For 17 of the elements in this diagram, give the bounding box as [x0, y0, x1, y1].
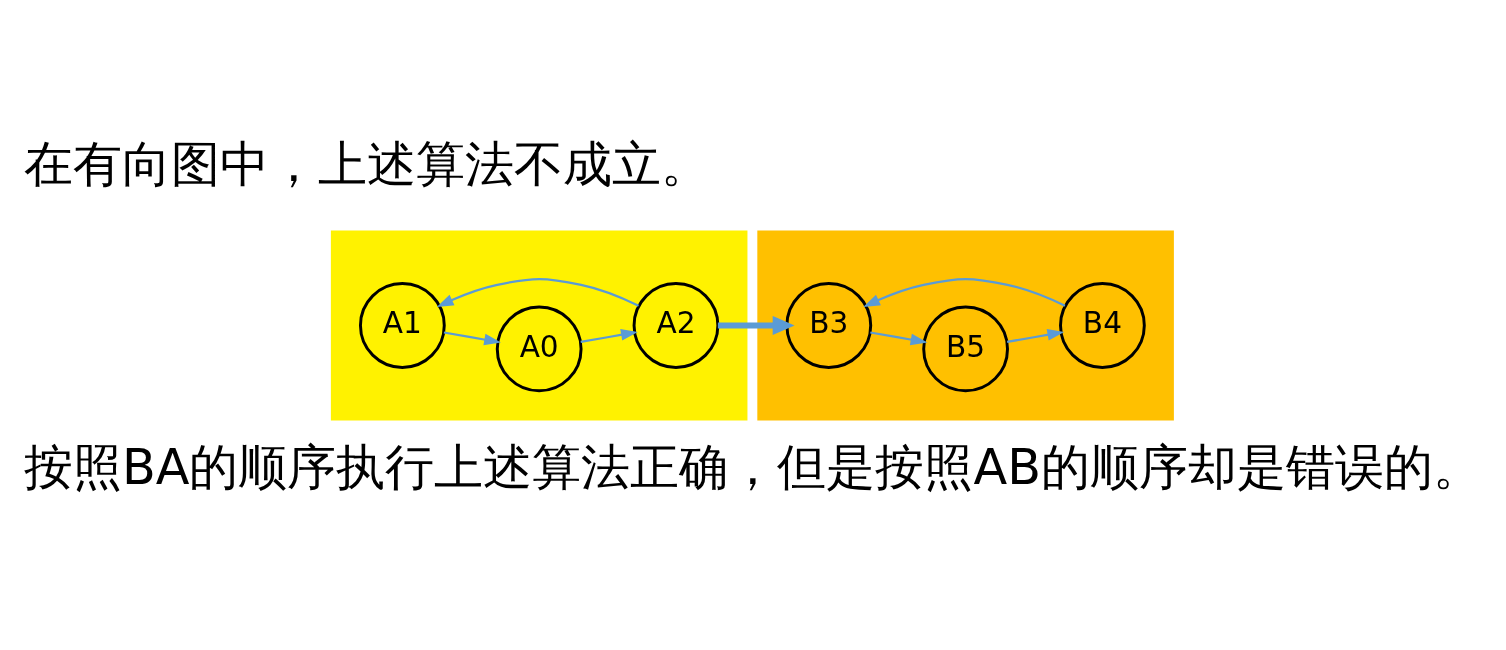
node-circle: A1	[358, 281, 446, 369]
cluster	[330, 230, 748, 420]
node-circle: B5	[922, 305, 1009, 392]
node-circle: A2	[632, 281, 720, 369]
arrow	[580, 328, 638, 343]
node-circle: B3	[785, 281, 873, 369]
node-circle: A0	[495, 305, 583, 392]
cluster	[757, 230, 1174, 420]
arrow	[717, 315, 795, 335]
arrow	[863, 277, 1066, 307]
caption: 按照BA的顺序执行上述算法正确，但是按照AB的顺序却是错误的。	[23, 437, 1483, 496]
arrow	[436, 277, 639, 307]
node-circle: B4	[1059, 281, 1146, 369]
arrow	[870, 330, 928, 345]
arrow	[443, 330, 501, 345]
arrow	[1006, 328, 1065, 343]
diagram-title: 在有向图中，上述算法不成立。	[24, 134, 711, 193]
